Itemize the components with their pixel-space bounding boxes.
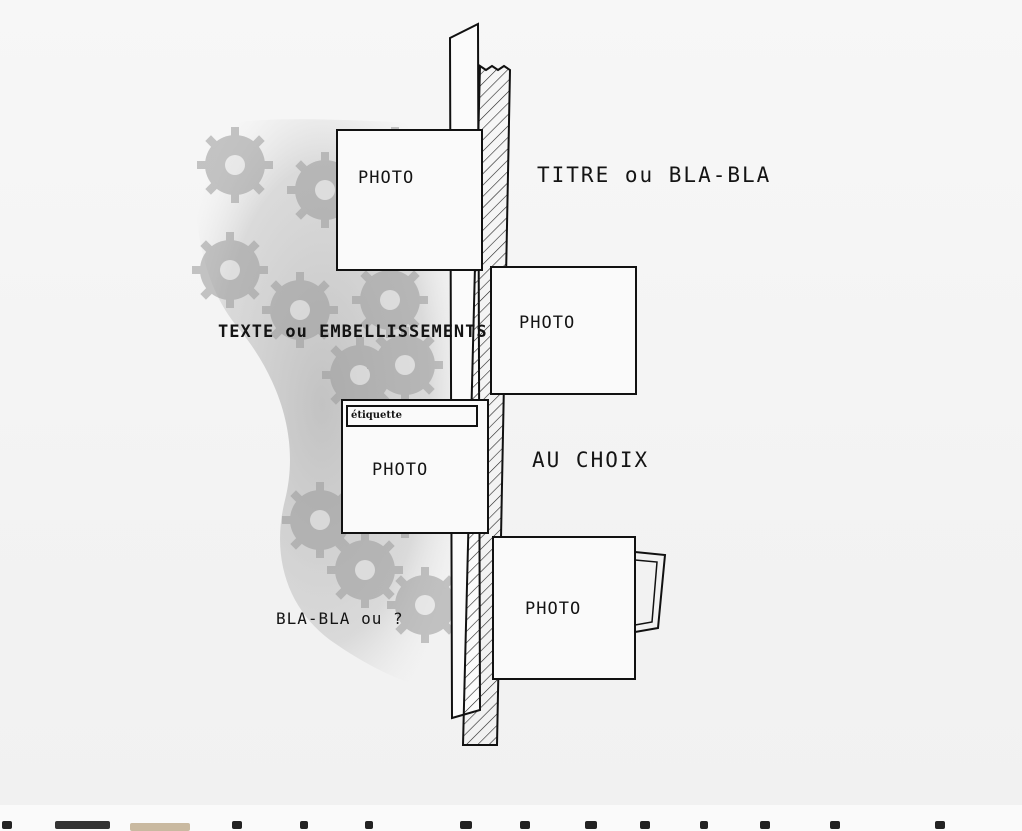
photo-label-4: PHOTO	[525, 599, 581, 619]
photo-label-3: PHOTO	[372, 460, 428, 480]
left-text: TEXTE ou EMBELLISSEMENTS	[218, 322, 488, 342]
photo-label-1: PHOTO	[358, 168, 414, 188]
tag-text: étiquette	[351, 410, 402, 421]
bottom-text: BLA-BLA ou ?	[276, 609, 404, 628]
side-tab	[635, 552, 665, 632]
choice-text: AU CHOIX	[532, 448, 649, 472]
photo-label-2: PHOTO	[519, 313, 575, 333]
bottom-edge-strip	[0, 805, 1022, 831]
photo-frame-1	[337, 130, 482, 270]
title-text: TITRE ou BLA-BLA	[537, 163, 771, 187]
